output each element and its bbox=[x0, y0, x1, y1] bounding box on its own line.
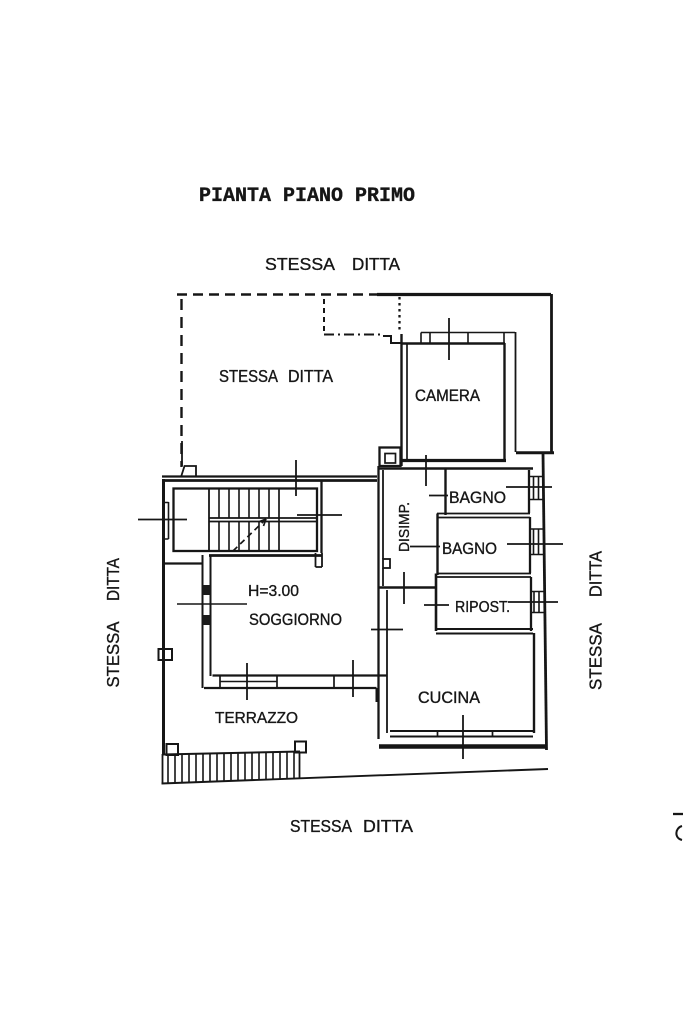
svg-text:H=3.00: H=3.00 bbox=[248, 583, 299, 600]
svg-text:BAGNO: BAGNO bbox=[442, 540, 497, 558]
svg-text:CUCINA: CUCINA bbox=[418, 689, 480, 707]
svg-text:STESSA: STESSA bbox=[219, 366, 278, 386]
svg-text:DITTA: DITTA bbox=[586, 551, 606, 597]
svg-text:STESSA: STESSA bbox=[586, 623, 606, 690]
svg-text:PIANTA PIANO PRIMO: PIANTA PIANO PRIMO bbox=[199, 185, 415, 208]
svg-text:BAGNO: BAGNO bbox=[449, 489, 506, 507]
svg-text:STESSA: STESSA bbox=[265, 254, 335, 274]
svg-text:STESSA: STESSA bbox=[290, 816, 352, 836]
svg-text:DITTA: DITTA bbox=[352, 254, 400, 274]
svg-text:CAMERA: CAMERA bbox=[415, 387, 480, 405]
svg-text:SOGGIORNO: SOGGIORNO bbox=[249, 610, 342, 629]
svg-text:TERRAZZO: TERRAZZO bbox=[215, 710, 298, 727]
svg-text:STESSA: STESSA bbox=[103, 621, 123, 687]
svg-text:DITTA: DITTA bbox=[288, 366, 333, 386]
svg-text:DISIMP.: DISIMP. bbox=[396, 502, 413, 552]
svg-text:RIPOST.: RIPOST. bbox=[455, 599, 510, 616]
svg-text:DITTA: DITTA bbox=[363, 816, 413, 836]
svg-text:DITTA: DITTA bbox=[103, 558, 123, 601]
